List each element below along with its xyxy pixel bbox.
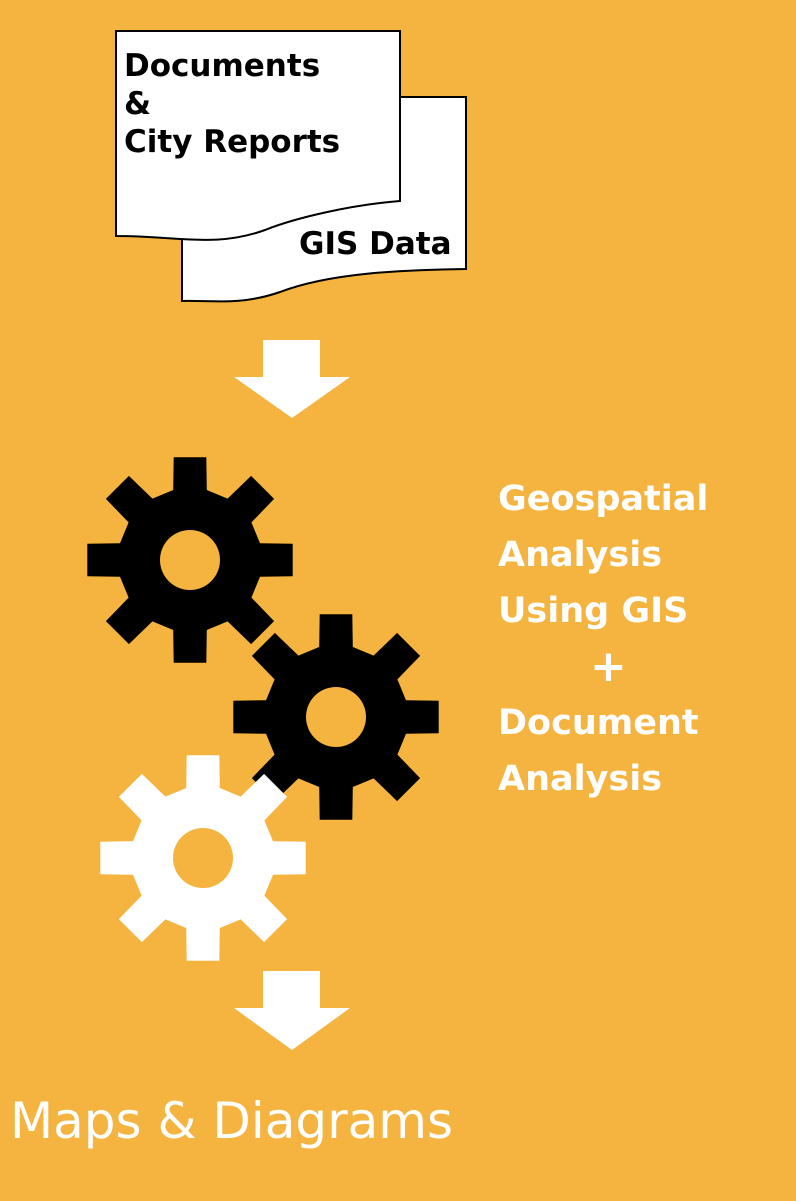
documents-label-line: Documents: [124, 48, 321, 84]
gear-icon: [87, 457, 293, 663]
process-line: Geospatial: [498, 479, 709, 519]
gear-icon: [233, 614, 439, 820]
process-description: Geospatial Analysis Using GIS + Document…: [498, 471, 708, 807]
process-line: Analysis: [498, 759, 663, 799]
gis-data-label: GIS Data: [299, 226, 452, 262]
documents-label-line: &: [124, 86, 152, 122]
down-arrow-icon: [234, 971, 350, 1050]
document-icon: [115, 30, 401, 241]
documents-label: Documents & City Reports: [124, 47, 340, 161]
documents-label-line: City Reports: [124, 124, 341, 160]
plus-sign: +: [590, 641, 627, 692]
output-title: Maps & Diagrams: [10, 1092, 454, 1150]
down-arrow-icon: [234, 340, 350, 418]
process-line: Document: [498, 703, 699, 743]
process-line: Using GIS: [498, 591, 689, 631]
gear-icon: [100, 755, 306, 961]
process-line: Analysis: [498, 535, 663, 575]
